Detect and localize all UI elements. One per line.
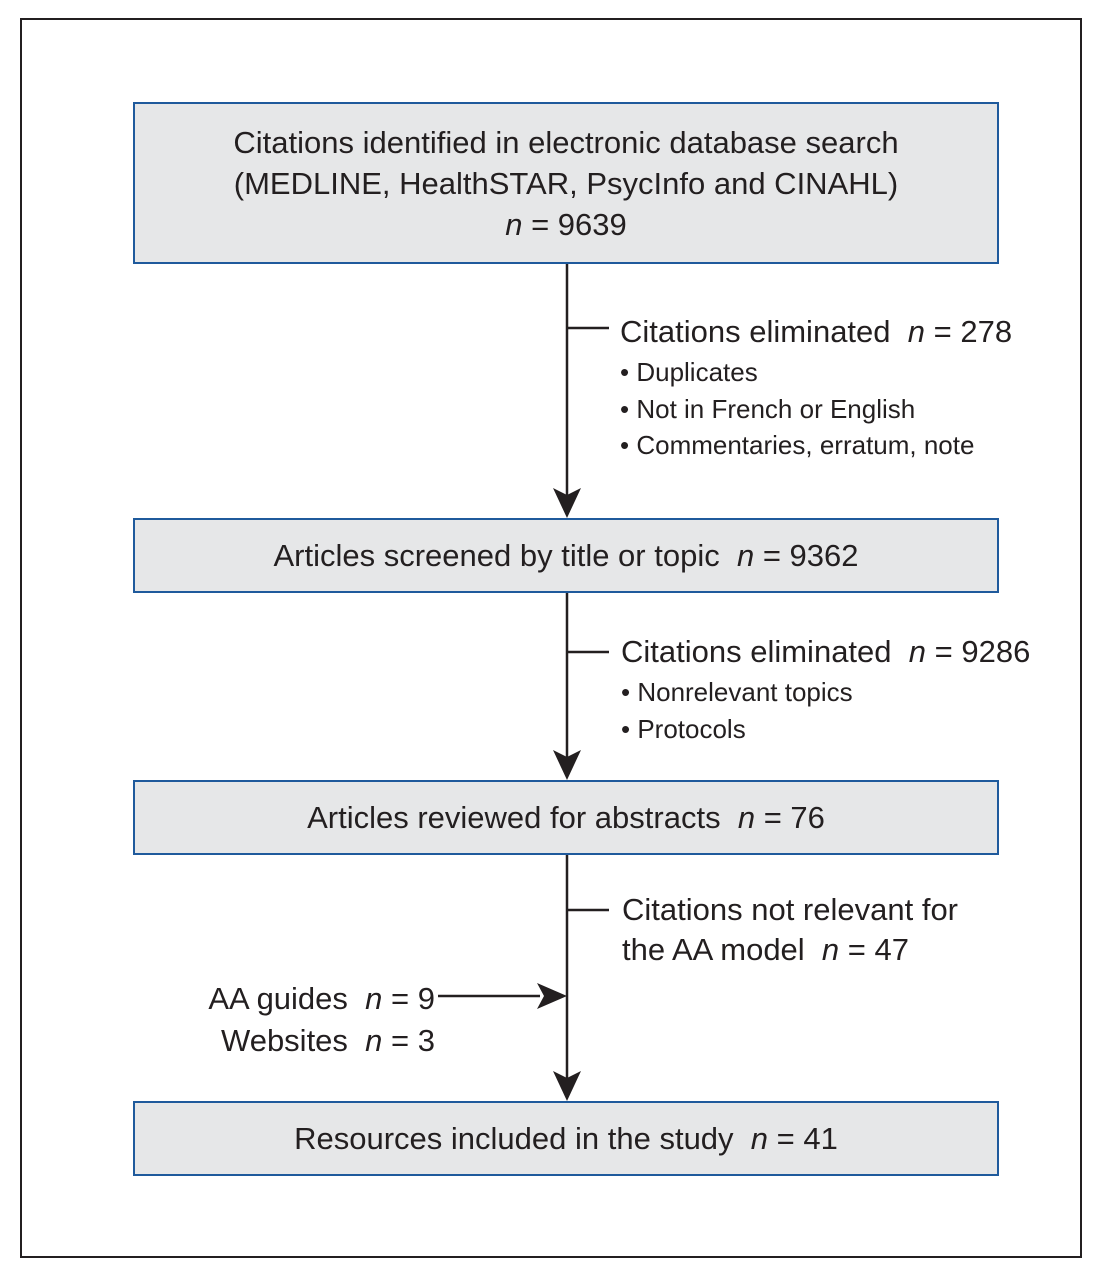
arrowhead-additional-sources xyxy=(537,983,567,1009)
reason-item: Protocols xyxy=(621,711,1030,748)
n-value: = 3 xyxy=(391,1023,435,1058)
exclusion-first: Citations eliminated n = 278 Duplicates … xyxy=(620,312,1012,464)
n-label: n xyxy=(750,1121,769,1156)
n-label: n xyxy=(365,981,383,1016)
n-value: = 41 xyxy=(776,1121,838,1156)
exclusion-first-title-line: Citations eliminated n = 278 xyxy=(620,312,1012,352)
exclusion-second-title-line: Citations eliminated n = 9286 xyxy=(621,632,1030,672)
source-websites: Websites n = 3 xyxy=(208,1020,435,1062)
n-value: = 47 xyxy=(847,932,909,967)
source-label: Websites xyxy=(221,1023,348,1058)
exclusion-third-line1: Citations not relevant for xyxy=(622,892,959,927)
n-value: = 76 xyxy=(763,800,825,835)
exclusion-second-title: Citations eliminated xyxy=(621,634,892,669)
n-value: = 9639 xyxy=(531,206,627,242)
included-text: Resources included in the study xyxy=(294,1121,734,1156)
exclusion-first-reasons: Duplicates Not in French or English Comm… xyxy=(620,354,1012,464)
n-label: n xyxy=(821,932,840,967)
exclusion-second-reasons: Nonrelevant topics Protocols xyxy=(621,674,1030,747)
n-label: n xyxy=(365,1023,383,1058)
n-label: n xyxy=(505,206,523,242)
box-articles-reviewed: Articles reviewed for abstracts n = 76 xyxy=(133,780,999,855)
reason-item: Not in French or English xyxy=(620,391,1012,428)
identified-count: n = 9639 xyxy=(505,204,627,245)
reviewed-text: Articles reviewed for abstracts xyxy=(307,800,721,835)
reason-item: Duplicates xyxy=(620,354,1012,391)
reviewed-line: Articles reviewed for abstracts n = 76 xyxy=(307,797,825,838)
exclusion-first-title: Citations eliminated xyxy=(620,314,891,349)
exclusion-third: Citations not relevant for the AA model … xyxy=(622,890,958,970)
arrowhead-to-reviewed xyxy=(553,750,581,780)
exclusion-third-text: the AA model xyxy=(622,932,805,967)
source-label: AA guides xyxy=(208,981,348,1016)
arrowhead-to-included xyxy=(553,1071,581,1101)
n-label: n xyxy=(908,634,927,669)
arrowhead-to-screened xyxy=(553,488,581,518)
figure-frame xyxy=(20,18,1082,1258)
box-articles-screened: Articles screened by title or topic n = … xyxy=(133,518,999,593)
additional-sources: AA guides n = 9 Websites n = 3 xyxy=(208,978,435,1062)
source-aa-guides: AA guides n = 9 xyxy=(208,978,435,1020)
n-value: = 9362 xyxy=(762,538,859,573)
n-value: = 9286 xyxy=(934,634,1031,669)
screened-line: Articles screened by title or topic n = … xyxy=(273,535,858,576)
included-line: Resources included in the study n = 41 xyxy=(294,1118,838,1159)
n-label: n xyxy=(737,800,756,835)
n-label: n xyxy=(736,538,755,573)
n-value: = 278 xyxy=(933,314,1013,349)
box-citations-identified: Citations identified in electronic datab… xyxy=(133,102,999,264)
reason-item: Nonrelevant topics xyxy=(621,674,1030,711)
exclusion-third-line2: the AA model n = 47 xyxy=(622,930,958,970)
identified-line1: Citations identified in electronic datab… xyxy=(233,124,899,160)
screened-text: Articles screened by title or topic xyxy=(273,538,720,573)
reason-item: Commentaries, erratum, note xyxy=(620,427,1012,464)
n-value: = 9 xyxy=(391,981,435,1016)
identified-line2: (MEDLINE, HealthSTAR, PsycInfo and CINAH… xyxy=(233,165,899,201)
exclusion-second: Citations eliminated n = 9286 Nonrelevan… xyxy=(621,632,1030,747)
box-resources-included: Resources included in the study n = 41 xyxy=(133,1101,999,1176)
n-label: n xyxy=(907,314,926,349)
